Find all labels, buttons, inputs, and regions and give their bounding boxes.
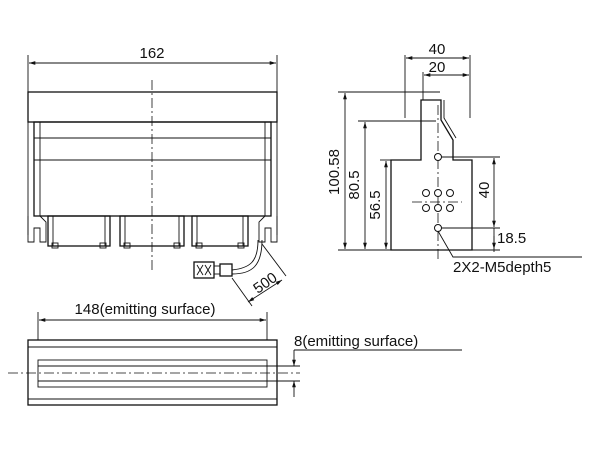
driver-module-left — [47, 215, 111, 249]
housing-top — [27, 91, 278, 123]
dim-cable-label: 500 — [250, 269, 280, 297]
emitting-surface — [37, 359, 268, 388]
dim-side-outer-label: 40 — [429, 41, 446, 58]
screw-leader — [437, 230, 582, 258]
connector — [193, 261, 215, 279]
dim-height-total-label: 100.58 — [326, 149, 343, 195]
dim-height-mid-label: 80.5 — [346, 170, 363, 199]
side-view: 40 20 100.58 80.5 56.5 40 18.5 2X2-M5dep… — [326, 41, 582, 276]
housing-body — [33, 121, 272, 217]
dim-offset-label: 18.5 — [497, 230, 526, 247]
side-profile — [390, 99, 473, 251]
front-view: 162 — [27, 45, 287, 307]
dim-width-label: 162 — [139, 45, 164, 62]
dim-height-holes-label: 40 — [476, 182, 493, 199]
dim-height-lower-label: 56.5 — [367, 190, 384, 219]
dim-emitting-length-label: 148(emitting surface) — [75, 301, 216, 318]
bottom-housing — [27, 339, 278, 406]
bottom-view: 148(emitting surface) 8(emitting surface… — [8, 301, 462, 406]
driver-module-right — [191, 215, 249, 249]
dim-side-inner-label: 20 — [429, 59, 446, 76]
screw-note-label: 2X2-M5depth5 — [453, 259, 551, 276]
dim-emitting-width-label: 8(emitting surface) — [294, 333, 418, 350]
dim-line-cable — [247, 279, 283, 303]
cable — [193, 239, 263, 279]
